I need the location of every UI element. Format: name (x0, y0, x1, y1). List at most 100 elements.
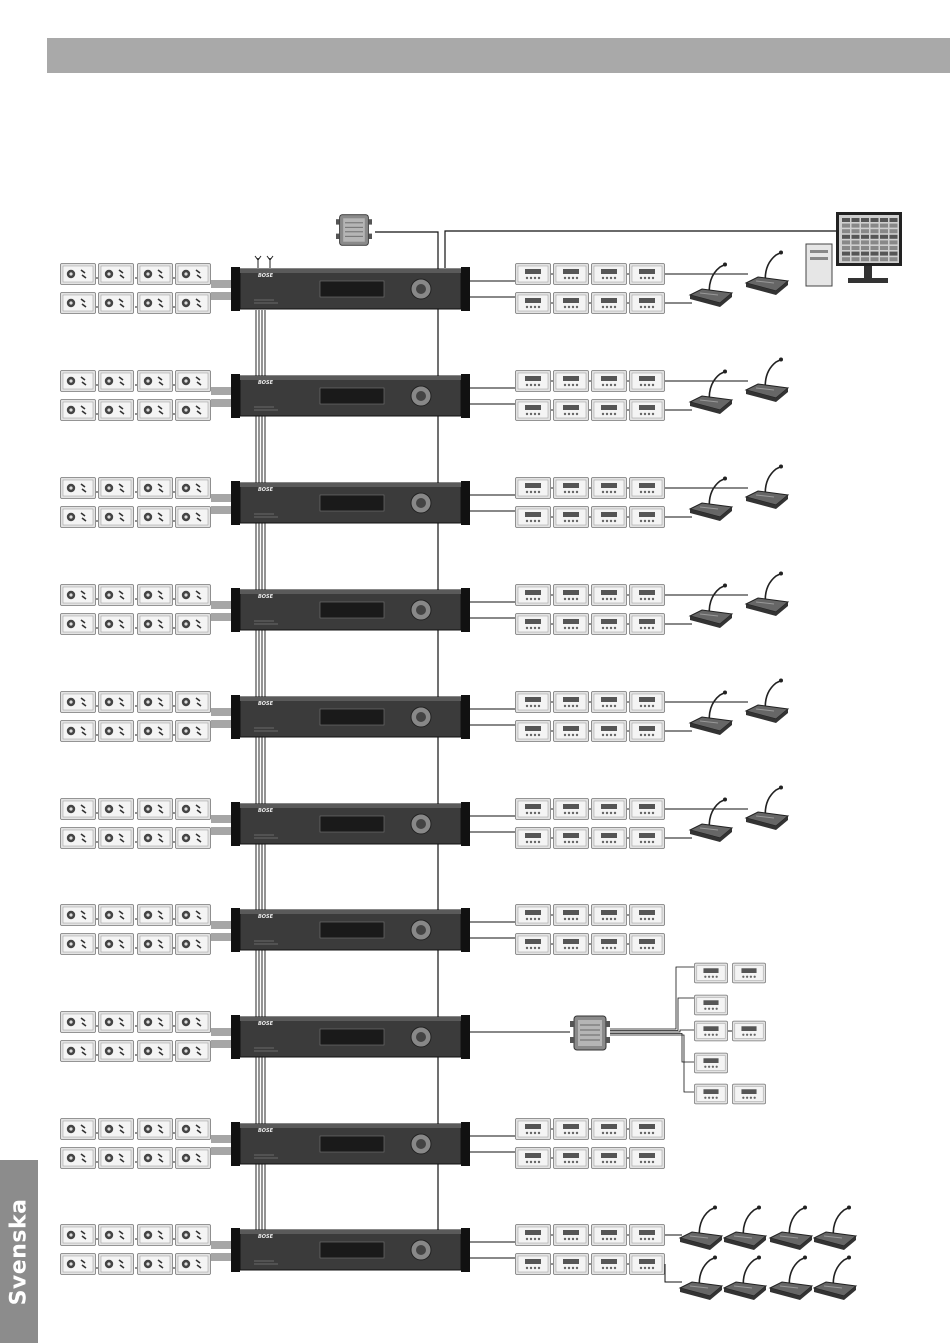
rotary-volume-panel-icon (61, 934, 96, 955)
display-control-panel-icon (630, 1225, 665, 1246)
display-control-panel-icon (592, 1254, 627, 1275)
rotary-volume-panel-icon (176, 1148, 211, 1169)
rack-brand-label: BOSE (258, 594, 274, 600)
rotary-volume-panel-icon (176, 692, 211, 713)
display-control-panel-icon (630, 799, 665, 820)
desktop-paging-microphone-icon (680, 1206, 722, 1251)
system-row: BOSE (61, 251, 789, 314)
display-control-panel-icon (592, 400, 627, 421)
display-control-panel-icon (630, 400, 665, 421)
top-expander (336, 215, 372, 246)
rotary-volume-panel-icon (61, 507, 96, 528)
display-control-panel-icon (630, 478, 665, 499)
rotary-volume-panel-icon (99, 828, 134, 849)
display-control-panel-icon (694, 1021, 727, 1041)
rotary-volume-panel-icon (61, 614, 96, 635)
display-control-panel-icon (554, 478, 589, 499)
desktop-paging-microphone-icon (746, 358, 788, 403)
display-control-panel-icon (516, 478, 551, 499)
rotary-volume-panel-icon (138, 264, 173, 285)
system-row: BOSE (61, 786, 789, 849)
display-control-panel-icon (554, 264, 589, 285)
desktop-paging-microphone-icon (746, 679, 788, 724)
language-tab[interactable]: Svenska (0, 1160, 38, 1343)
rotary-volume-panel-icon (99, 507, 134, 528)
system-row: BOSE (61, 1119, 665, 1169)
rack-amplifier-icon: BOSE (231, 1122, 470, 1166)
rotary-volume-panel-icon (99, 1148, 134, 1169)
rotary-volume-panel-icon (138, 934, 173, 955)
rotary-volume-panel-icon (61, 371, 96, 392)
rotary-volume-panel-icon (176, 264, 211, 285)
rotary-volume-panel-icon (99, 692, 134, 713)
rotary-volume-panel-icon (138, 507, 173, 528)
display-control-panel-icon (592, 585, 627, 606)
display-control-panel-icon (554, 905, 589, 926)
rotary-volume-panel-icon (61, 585, 96, 606)
rack-amplifier-icon: BOSE (231, 1015, 470, 1059)
rotary-volume-panel-icon (61, 1119, 96, 1140)
display-control-panel-icon (630, 721, 665, 742)
rotary-volume-panel-icon (176, 507, 211, 528)
computer-line (445, 231, 838, 268)
display-control-panel-icon (630, 692, 665, 713)
display-control-panel-icon (630, 371, 665, 392)
desktop-paging-microphone-icon (746, 786, 788, 831)
rotary-volume-panel-icon (99, 614, 134, 635)
desktop-paging-microphone-icon (724, 1206, 766, 1251)
display-control-panel-icon (554, 293, 589, 314)
rotary-volume-panel-icon (61, 1254, 96, 1275)
rotary-volume-panel-icon (99, 264, 134, 285)
display-control-panel-icon (516, 507, 551, 528)
desktop-paging-microphone-icon (690, 370, 732, 415)
rotary-volume-panel-icon (176, 1225, 211, 1246)
rotary-volume-panel-icon (99, 400, 134, 421)
display-control-panel-icon (630, 1254, 665, 1275)
rotary-volume-panel-icon (138, 478, 173, 499)
rotary-volume-panel-icon (61, 1041, 96, 1062)
rotary-volume-panel-icon (61, 264, 96, 285)
display-control-panel-icon (630, 585, 665, 606)
display-control-panel-icon (554, 692, 589, 713)
rotary-volume-panel-icon (138, 371, 173, 392)
rotary-volume-panel-icon (138, 400, 173, 421)
rotary-volume-panel-icon (176, 828, 211, 849)
display-control-panel-icon (554, 371, 589, 392)
display-control-panel-icon (630, 293, 665, 314)
display-control-panel-icon (592, 828, 627, 849)
rotary-volume-panel-icon (61, 1148, 96, 1169)
rack-brand-label: BOSE (258, 914, 274, 920)
display-control-panel-icon (554, 721, 589, 742)
rotary-volume-panel-icon (138, 1012, 173, 1033)
computer-monitor-icon (806, 212, 902, 286)
rotary-volume-panel-icon (99, 1225, 134, 1246)
display-control-panel-icon (630, 828, 665, 849)
rotary-volume-panel-icon (138, 293, 173, 314)
display-control-panel-icon (592, 1148, 627, 1169)
display-control-panel-icon (554, 1148, 589, 1169)
rotary-volume-panel-icon (138, 585, 173, 606)
display-control-panel-icon (516, 1148, 551, 1169)
desktop-paging-microphone-icon (690, 798, 732, 843)
rotary-volume-panel-icon (138, 1041, 173, 1062)
display-control-panel-icon (516, 371, 551, 392)
desktop-paging-microphone-icon (770, 1256, 812, 1301)
display-control-panel-icon (554, 799, 589, 820)
rack-amplifier-icon: BOSE (231, 1228, 470, 1272)
rotary-volume-panel-icon (61, 828, 96, 849)
desktop-paging-microphone-icon (814, 1256, 856, 1301)
rotary-volume-panel-icon (138, 1254, 173, 1275)
display-control-panel-icon (516, 721, 551, 742)
rotary-volume-panel-icon (176, 585, 211, 606)
display-control-panel-icon (630, 264, 665, 285)
display-control-panel-icon (694, 1053, 727, 1073)
display-control-panel-icon (516, 934, 551, 955)
desktop-paging-microphone-icon (680, 1256, 722, 1301)
rotary-volume-panel-icon (61, 692, 96, 713)
rack-amplifier-icon: BOSE (231, 374, 470, 418)
rack-amplifier-icon: BOSE (231, 695, 470, 739)
rotary-volume-panel-icon (99, 1041, 134, 1062)
display-control-panel-icon (732, 1021, 765, 1041)
rotary-volume-panel-icon (176, 905, 211, 926)
desktop-paging-microphone-icon (746, 465, 788, 510)
